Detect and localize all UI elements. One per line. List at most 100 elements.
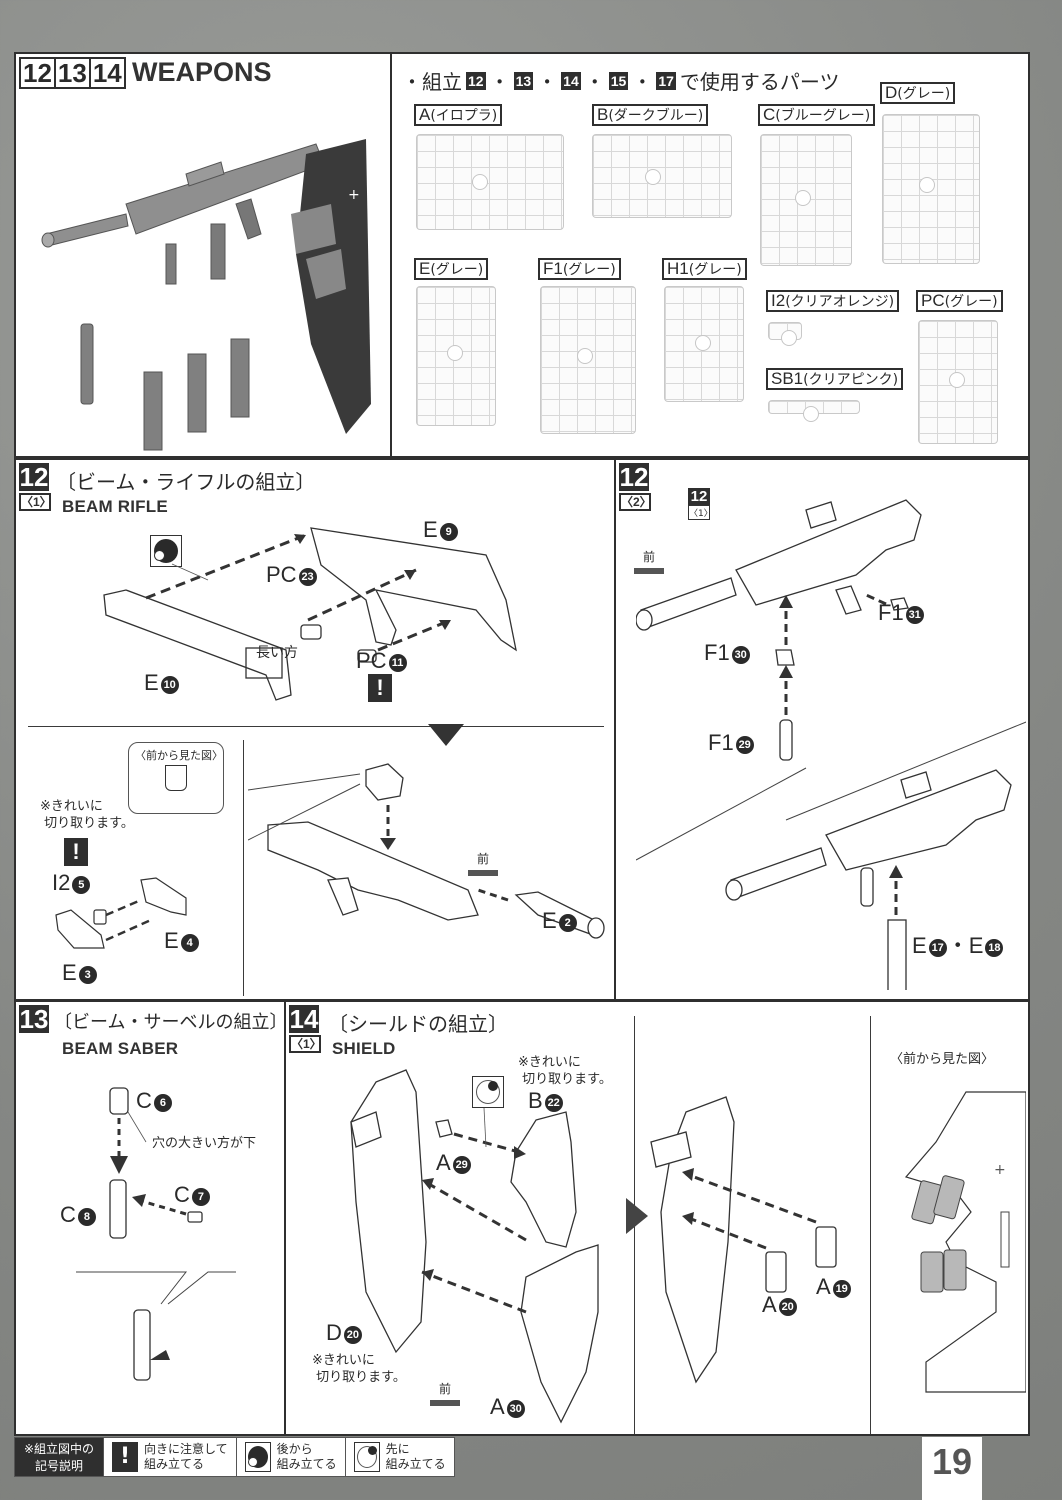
front-label: 前 xyxy=(438,1382,451,1396)
legend-text: 向きに注意して 組み立てる xyxy=(144,1442,228,1471)
step12-2-panel: 12 〈2〉 12 〈1〉 前 xyxy=(614,458,1030,1001)
c7-part xyxy=(187,1211,203,1223)
runner-code: A xyxy=(762,1292,777,1317)
section-step-badges: 12 13 14 xyxy=(19,57,126,89)
svg-text:+: + xyxy=(348,187,360,203)
parts-step-badge: 14 xyxy=(561,71,581,90)
front-label: 前 xyxy=(642,550,655,564)
part-number: 23 xyxy=(298,568,317,586)
step-title-en: BEAM SABER xyxy=(62,1039,179,1058)
section-step-13: 13 xyxy=(56,59,91,87)
magazines-render xyxy=(80,323,250,451)
runner-desc: (グレー) xyxy=(562,262,616,278)
runner-f1-image xyxy=(540,286,636,434)
front-direction-indicator: 前 xyxy=(634,548,664,574)
vertical-divider xyxy=(243,740,244,996)
a20-clip xyxy=(765,1251,787,1293)
runner-desc: (グレー) xyxy=(944,294,998,310)
runner-label-pc: PC(グレー) xyxy=(916,290,1003,312)
magazine-part xyxy=(887,919,907,990)
runner-code: C xyxy=(174,1182,190,1207)
section-step-14: 14 xyxy=(92,58,122,88)
part-number: 9 xyxy=(439,523,458,541)
exclamation-icon: ! xyxy=(112,1442,138,1472)
runner-code: F1 xyxy=(708,730,734,755)
parts-list-heading: ・組立 12 ・ 13 ・ 14 ・ 15 ・ 17 で使用するパーツ xyxy=(402,66,840,95)
legend-item-assemble-first: 先に 組み立てる xyxy=(344,1438,454,1476)
runner-code: A xyxy=(419,105,431,124)
runner-code: C xyxy=(60,1202,76,1227)
runner-sb1-image xyxy=(768,400,860,423)
part-number: 20 xyxy=(343,1326,362,1344)
legend-text: 先に 組み立てる xyxy=(385,1442,446,1471)
runner-code: E xyxy=(144,670,159,695)
exclamation-icon: ! xyxy=(368,674,392,702)
runner-desc: (ダークブルー) xyxy=(608,108,704,124)
assemble-first-icon xyxy=(353,1442,380,1472)
part-number: 6 xyxy=(153,1094,172,1112)
rifle-half-e9 xyxy=(310,527,517,652)
front-arrow-icon xyxy=(430,1400,460,1406)
runner-a-image xyxy=(416,134,564,230)
runner-desc: (グレー) xyxy=(688,262,742,278)
runner-code: PC xyxy=(356,648,387,673)
cut-cleanly-note-b: ※きれいに 切り取ります。 xyxy=(518,1055,612,1087)
shield-lower-a30 xyxy=(520,1244,599,1424)
runner-desc: (イロプラ) xyxy=(430,108,498,124)
runner-code: C xyxy=(763,105,776,124)
runner-code: I2 xyxy=(771,291,786,310)
runner-code: SB1 xyxy=(771,369,804,388)
part-number: 5 xyxy=(72,876,91,894)
front-direction-indicator: 前 xyxy=(430,1380,460,1406)
part-number: 3 xyxy=(78,966,97,984)
runner-label-sb1: SB1(クリアピンク) xyxy=(766,368,904,390)
runner-label-f1: F1(グレー) xyxy=(538,258,621,280)
f30-part xyxy=(775,649,795,666)
runner-code: PC xyxy=(921,291,945,310)
c6-part xyxy=(109,1087,129,1115)
part-number: 22 xyxy=(544,1094,563,1112)
separator-dot: ・ xyxy=(632,70,653,94)
parts-step-badge: 12 xyxy=(466,71,486,90)
rifle-half-e10 xyxy=(103,589,292,701)
front-view-shape xyxy=(165,765,187,791)
next-step-arrow-icon xyxy=(626,1198,648,1234)
runner-label-h1: H1(グレー) xyxy=(662,258,747,280)
runner-code: E xyxy=(164,928,179,953)
runner-code: B xyxy=(597,105,609,124)
legend-item-orientation: ! 向きに注意して 組み立てる xyxy=(103,1438,236,1476)
ref-step: 12 xyxy=(688,488,710,505)
step-badge: 12 xyxy=(19,462,49,492)
reference-step-badge: 12 〈1〉 xyxy=(688,488,713,520)
separator-dot: ・ xyxy=(584,70,605,94)
c8-part xyxy=(109,1179,127,1239)
pc11-part xyxy=(357,649,377,663)
runner-b-image xyxy=(592,134,732,218)
runner-h1-image xyxy=(664,286,744,402)
runner-code: A xyxy=(436,1150,451,1175)
cut-cleanly-note-d: ※きれいに 切り取ります。 xyxy=(312,1353,406,1385)
runner-code: D xyxy=(885,83,898,102)
runner-code: D xyxy=(326,1320,342,1345)
shield-render: + xyxy=(291,139,371,434)
runner-c-image xyxy=(760,134,852,266)
runner-code: E xyxy=(968,933,984,958)
runner-label-c: C(ブルーグレー) xyxy=(758,104,876,126)
runner-code: C xyxy=(136,1088,152,1113)
runner-code: H1 xyxy=(667,259,689,278)
part-number: 29 xyxy=(735,736,754,754)
runner-code: E xyxy=(912,933,927,958)
weapons-render-illustration: + xyxy=(41,139,371,451)
